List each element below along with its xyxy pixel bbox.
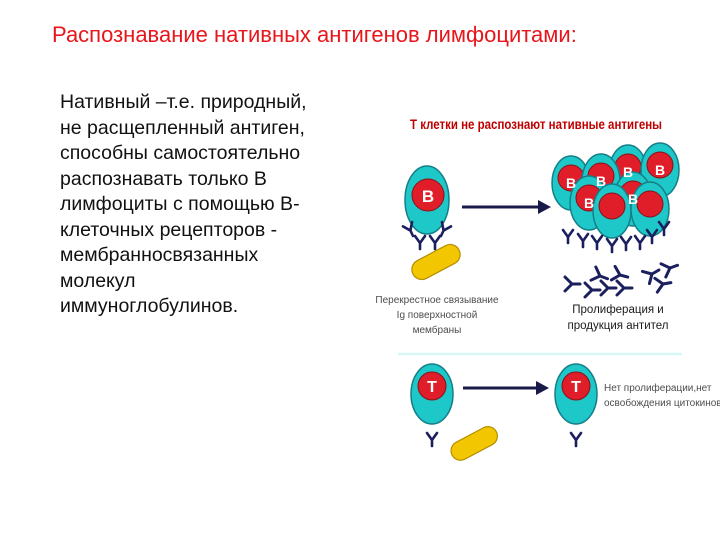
- t-result-caption: Нет пролиферации,нет освобождения цитоки…: [604, 382, 720, 409]
- result-line: Пролиферация и: [572, 304, 663, 316]
- cluster-cell-label: B: [655, 162, 665, 178]
- body-text-line: иммуноглобулинов.: [60, 295, 239, 317]
- b-cell-cluster: B B B B B B: [551, 142, 680, 239]
- body-text: Нативный –т.е. природный, не расщепленны…: [60, 90, 360, 320]
- t-cell-receptor: [425, 431, 439, 448]
- cluster-cell-label: B: [566, 175, 576, 191]
- t-cell-result-label: T: [571, 379, 581, 396]
- result-line: Нет пролиферации,нет: [604, 382, 712, 394]
- t-cell: T: [410, 363, 454, 425]
- t-cell-result-receptor: [569, 431, 583, 448]
- t-cell-result: T: [554, 363, 598, 425]
- b-result-caption: Пролиферация и продукция антител: [568, 304, 669, 332]
- secreted-antibodies: [563, 257, 682, 299]
- antigen-b: [411, 243, 461, 281]
- caption-line: Перекрестное связывание: [375, 295, 499, 306]
- slide-title: Распознавание нативных антигенов лимфоци…: [52, 22, 577, 47]
- arrowhead-b: [538, 200, 551, 214]
- body-text-line: лимфоциты с помощью В-: [60, 193, 300, 215]
- body-text-line: клеточных рецепторов -: [60, 218, 278, 241]
- cluster-cell-label: B: [628, 191, 638, 207]
- body-text-line: молекул: [60, 269, 136, 292]
- diagram-heading: Т клетки не распознают нативные антигены: [410, 117, 662, 132]
- body-text-line: не расщепленный антиген,: [60, 116, 305, 139]
- result-line: продукция антител: [568, 320, 669, 332]
- caption-line: мембраны: [413, 324, 462, 336]
- b-crosslink-caption: Перекрестное связывание Ig поверхностной…: [375, 295, 499, 336]
- caption-line: Ig поверхностной: [397, 310, 478, 321]
- antigen-t: [450, 426, 499, 461]
- body-text-line: распознавать только В: [60, 167, 267, 190]
- result-line: освобождения цитокинов: [604, 397, 720, 409]
- cluster-cell-label: B: [584, 195, 594, 211]
- body-text-line: мембранносвязанных: [60, 244, 259, 266]
- cluster-cell-label: B: [623, 164, 633, 180]
- b-cell: B: [404, 165, 450, 235]
- cluster-cell-label: B: [596, 173, 606, 189]
- body-text-line: способны самостоятельно: [60, 142, 301, 164]
- t-cell-label: T: [427, 379, 437, 396]
- b-cell-label: B: [422, 187, 434, 206]
- body-text-line: Нативный –т.е. природный,: [60, 91, 307, 113]
- arrowhead-t: [536, 381, 549, 395]
